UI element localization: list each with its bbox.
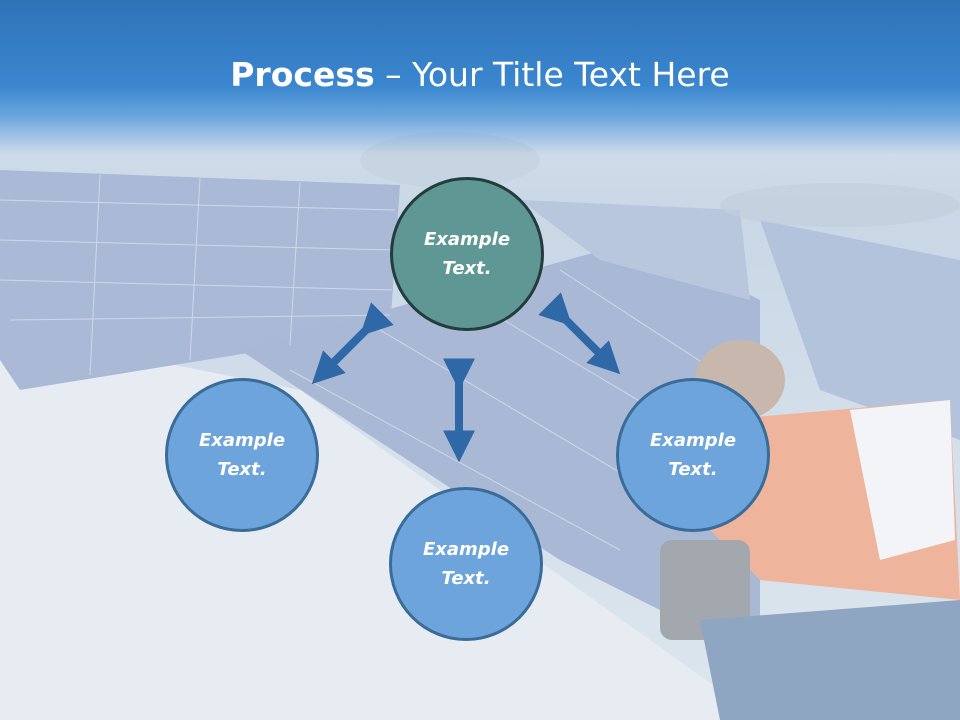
process-circle-right[interactable]: Example Text. — [616, 378, 770, 532]
title-rest-part: – Your Title Text Here — [374, 55, 730, 94]
circle-text-line2: Text. — [217, 459, 267, 480]
circle-text-line1: Example — [198, 430, 286, 451]
slide-title: Process – Your Title Text Here — [0, 55, 960, 95]
title-band — [0, 0, 960, 155]
title-bold-part: Process — [230, 55, 375, 94]
circle-text-line1: Example — [649, 430, 737, 451]
circle-text-line2: Text. — [442, 258, 492, 279]
circle-text-line2: Text. — [441, 568, 491, 589]
arrow-top-right — [538, 292, 621, 375]
process-circle-left[interactable]: Example Text. — [165, 378, 319, 532]
arrow-top-left — [311, 302, 394, 385]
circle-text-line1: Example — [423, 229, 511, 250]
process-circle-top[interactable]: Example Text. — [390, 177, 544, 331]
circle-text-line1: Example — [422, 539, 510, 560]
circle-text-line2: Text. — [668, 459, 718, 480]
process-circle-bottom[interactable]: Example Text. — [389, 487, 543, 641]
